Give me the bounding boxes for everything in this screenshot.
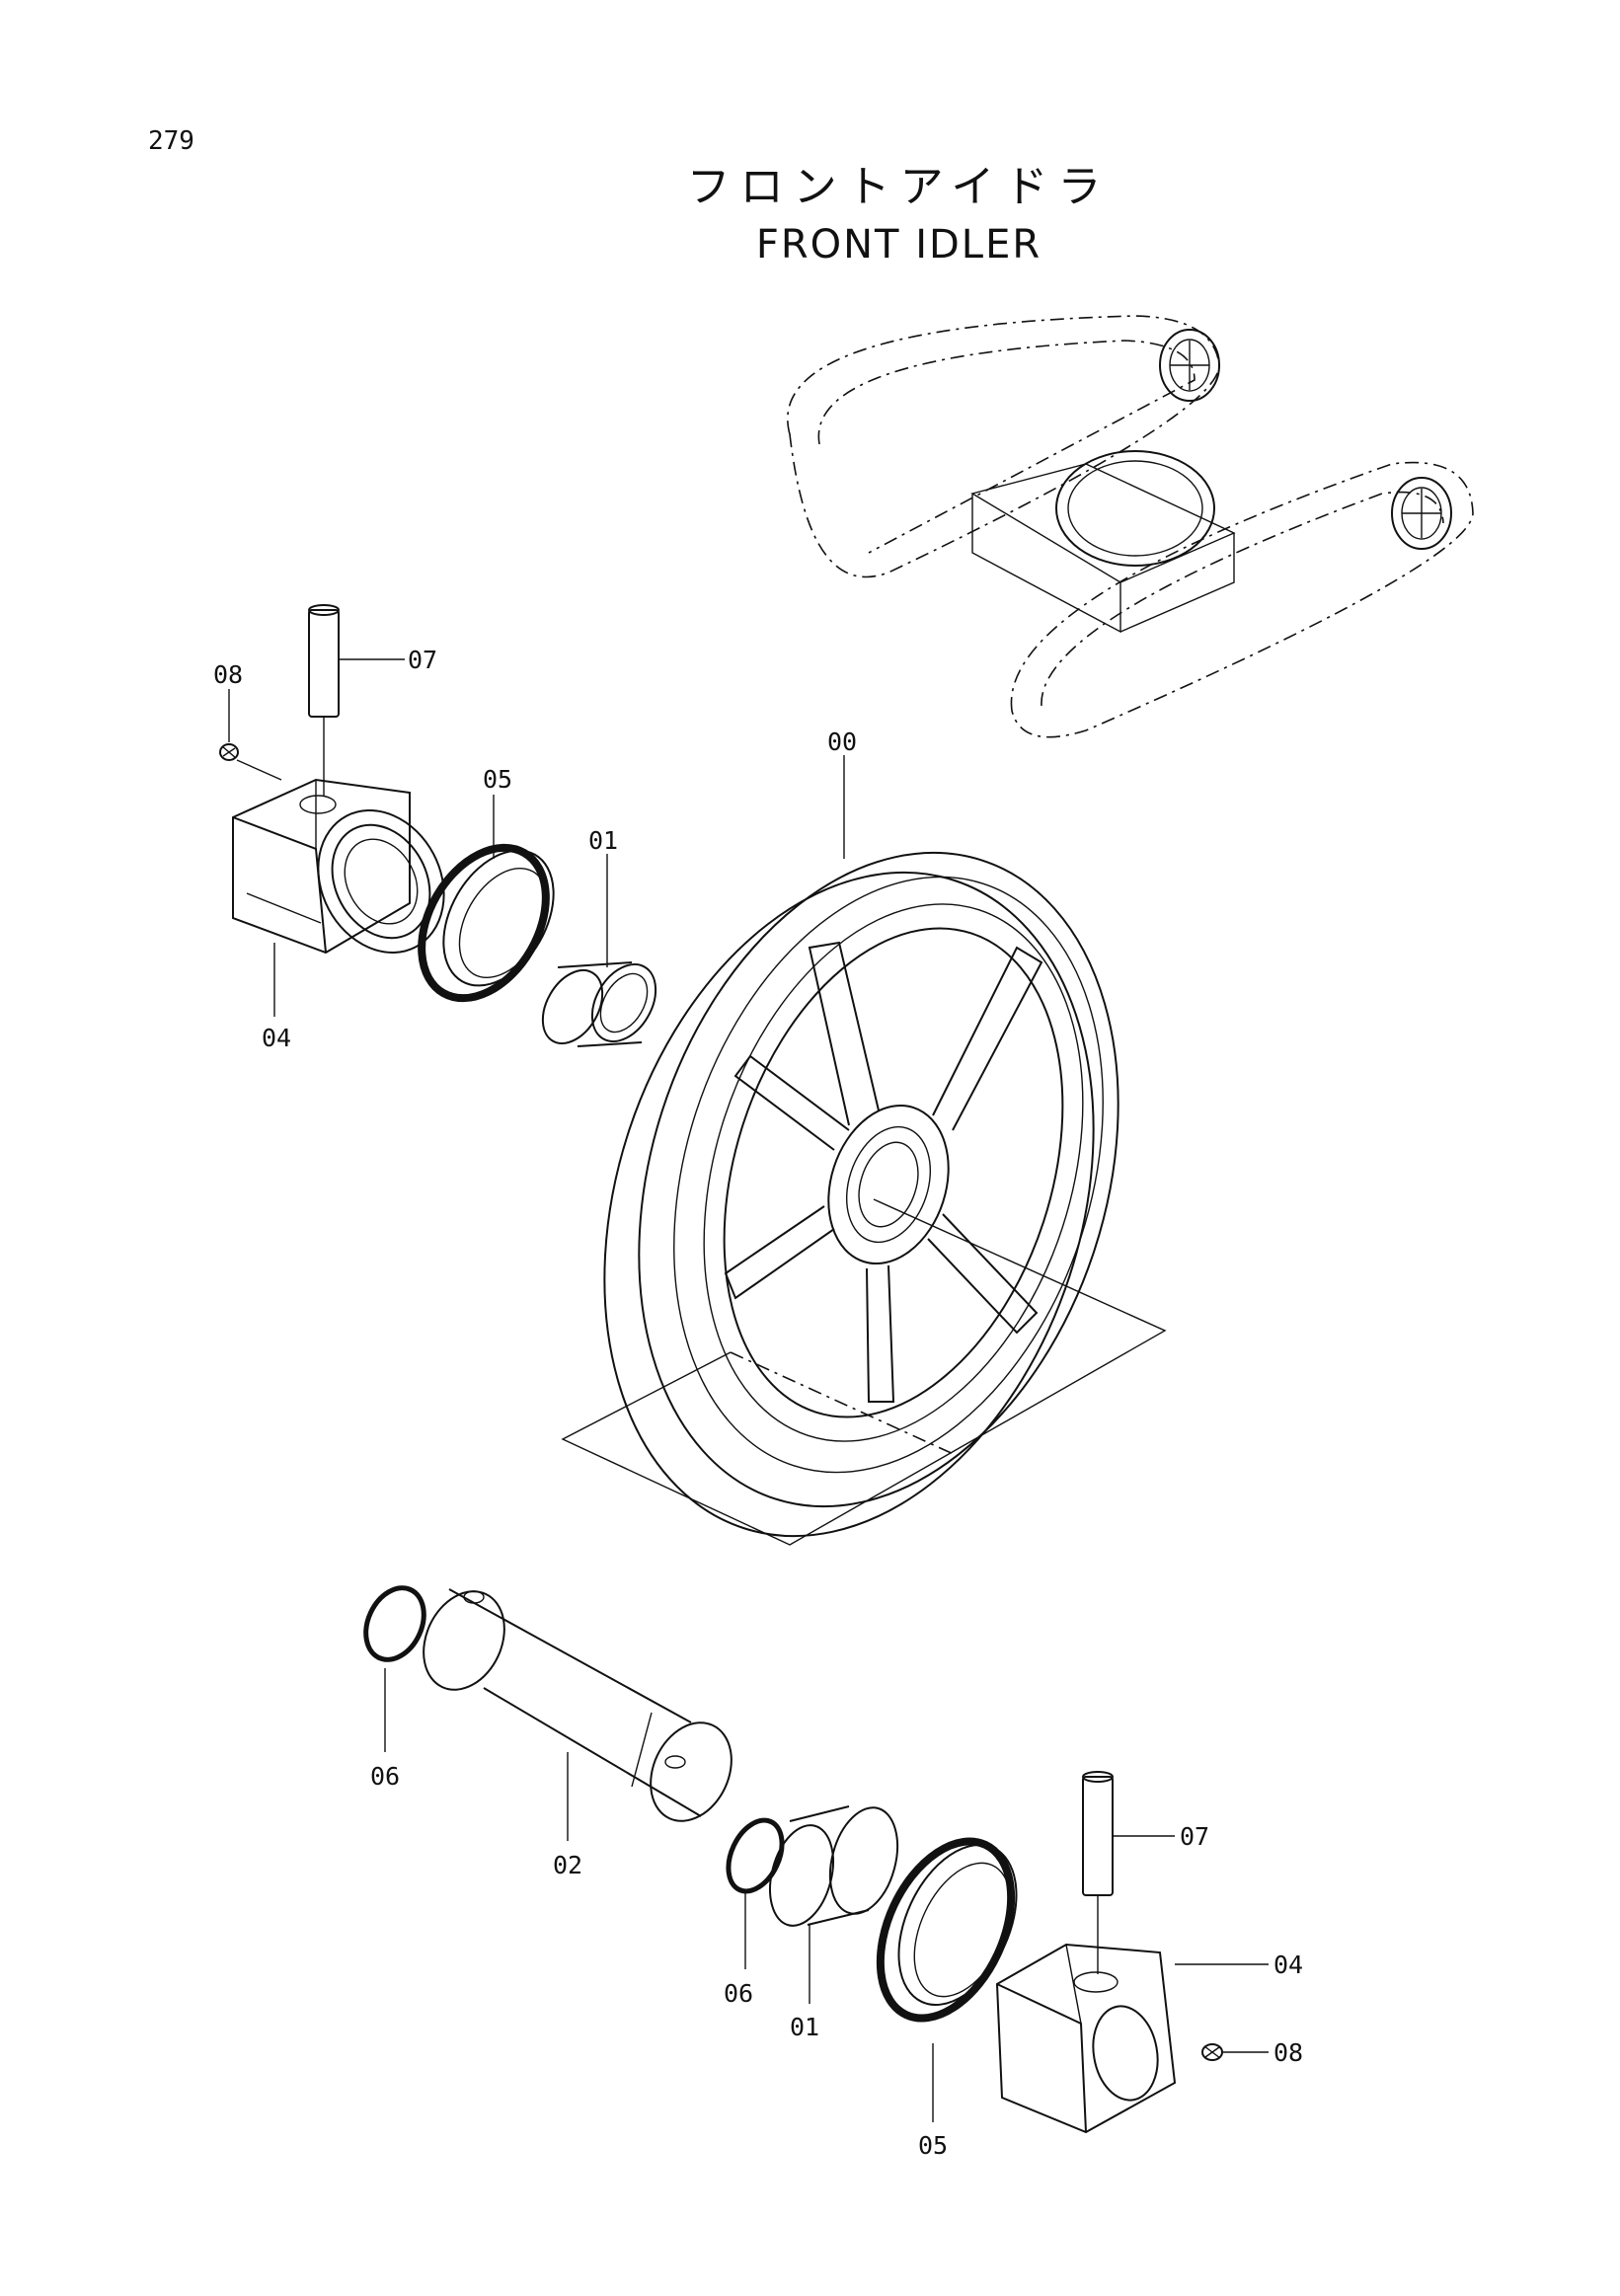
page-number: 279 <box>148 126 194 156</box>
title-block: フロントアイドラ FRONT IDLER <box>0 158 1620 272</box>
bushing-lower-part <box>769 1805 899 1927</box>
callout-00: 00 <box>827 727 857 756</box>
callout-01-lower: 01 <box>790 2013 819 2041</box>
pin-upper-part <box>308 604 340 796</box>
bushing-upper-part <box>541 961 657 1047</box>
callout-06-right: 06 <box>724 1979 753 2008</box>
bearing-upper-part <box>232 778 445 955</box>
callout-08-lower: 08 <box>1273 2038 1303 2067</box>
callout-05-lower: 05 <box>918 2131 948 2160</box>
plug-lower-part <box>1201 2043 1223 2061</box>
o-ring-left-part <box>363 1585 426 1662</box>
idler-wheel-part <box>561 851 1167 1546</box>
floating-seal-upper-part <box>418 843 555 1003</box>
title-japanese: フロントアイドラ <box>686 162 1112 212</box>
o-ring-right-part <box>726 1817 785 1894</box>
callout-02: 02 <box>553 1851 582 1879</box>
floating-seal-lower-part <box>876 1837 1018 2023</box>
callout-08-upper: 08 <box>213 660 243 689</box>
callout-04-lower: 04 <box>1273 1951 1303 1979</box>
callout-06-left: 06 <box>370 1762 400 1791</box>
bearing-lower-part <box>995 1943 1177 2134</box>
pin-lower-part <box>1082 1771 1114 1974</box>
callout-07-lower: 07 <box>1180 1822 1209 1851</box>
callout-01-upper: 01 <box>588 826 618 855</box>
undercarriage-overview <box>787 315 1474 738</box>
callout-04-upper: 04 <box>262 1024 291 1052</box>
callout-07-upper: 07 <box>408 646 437 674</box>
callout-05-upper: 05 <box>483 765 512 794</box>
plug-upper-part <box>219 743 239 761</box>
title-english: FRONT IDLER <box>755 222 1042 268</box>
leader-lines <box>228 658 1269 2122</box>
shaft-part <box>423 1588 733 1822</box>
